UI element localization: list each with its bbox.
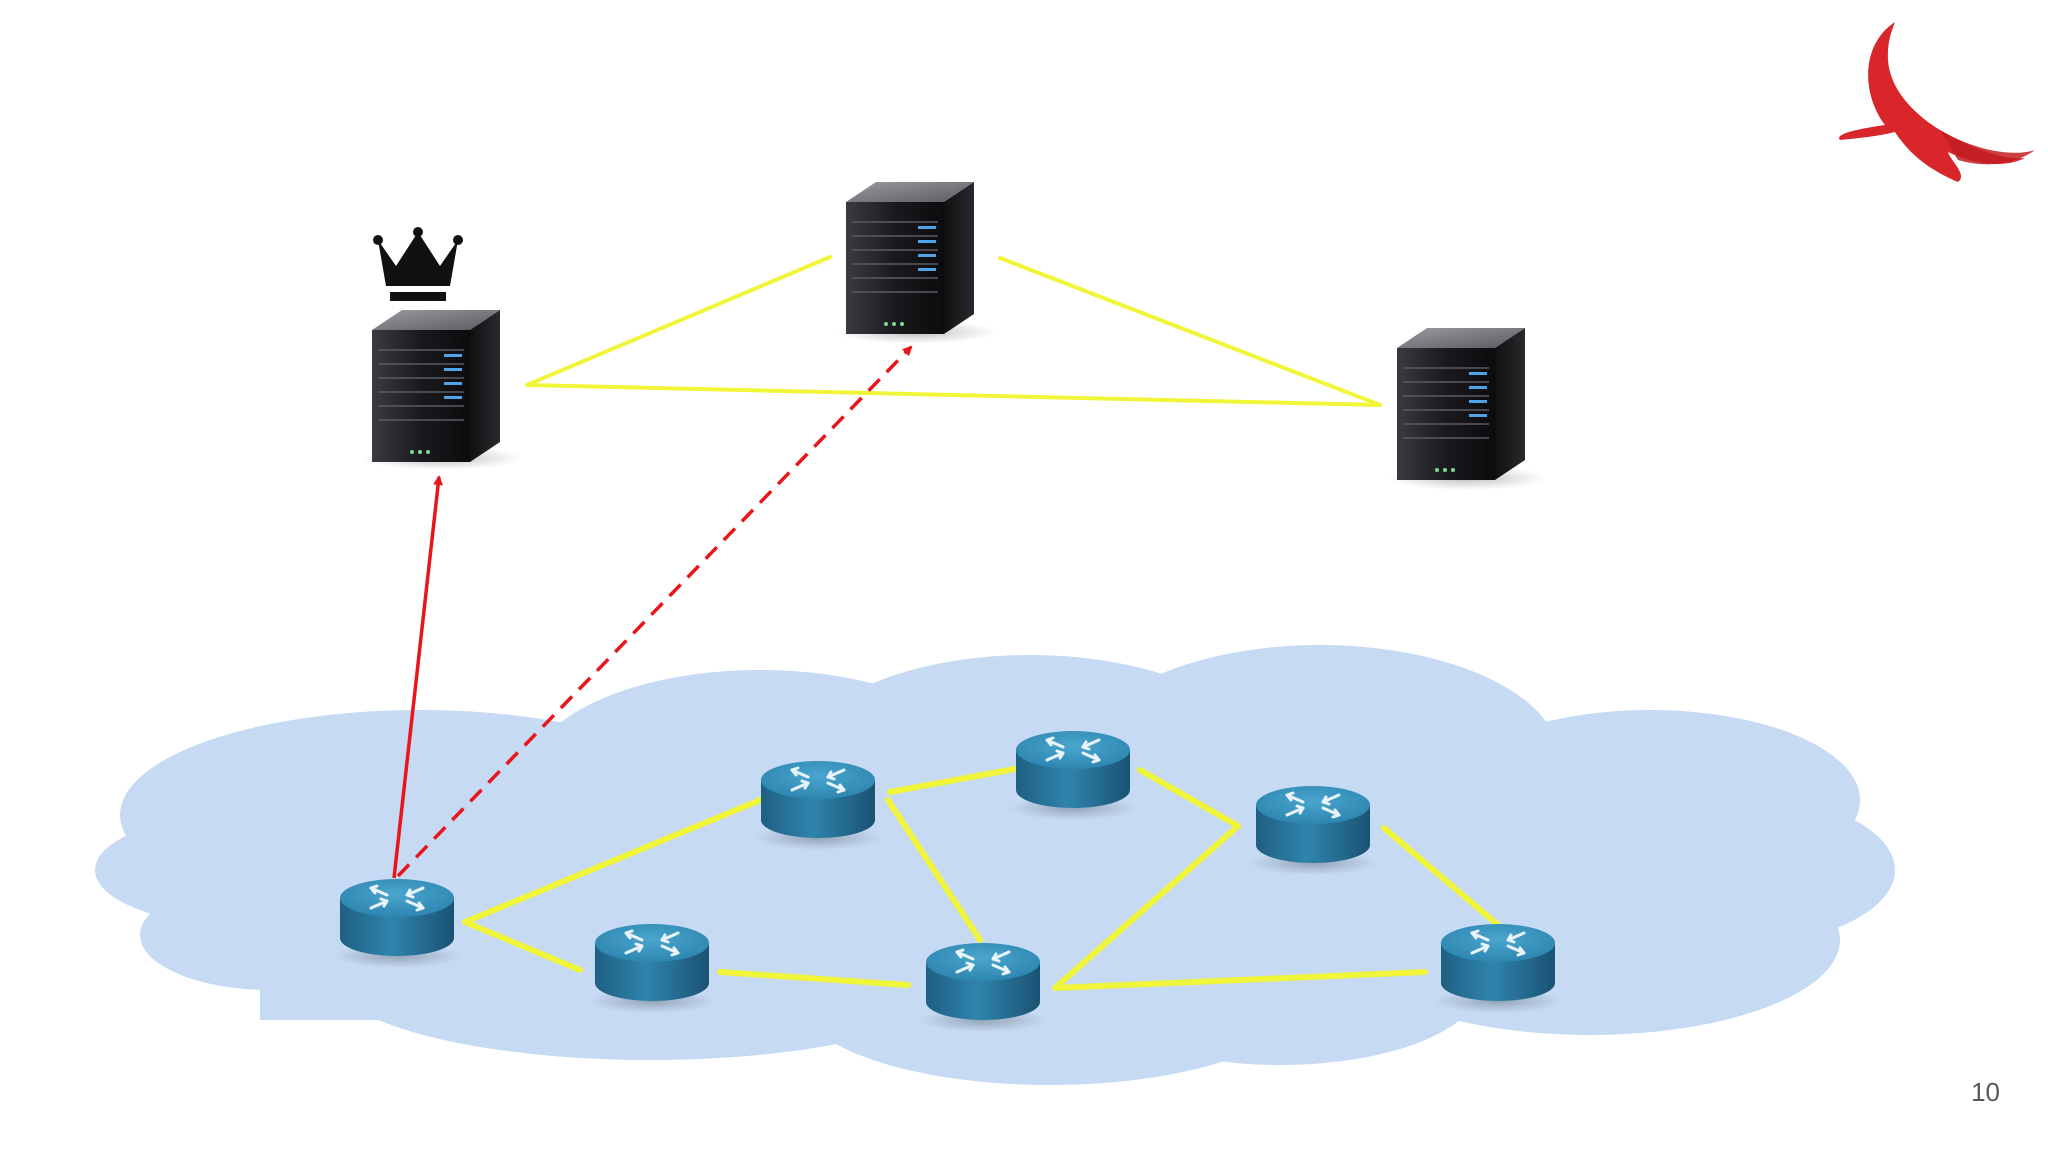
link-router5-router7: [1381, 825, 1501, 928]
router-icon: [1434, 924, 1562, 1013]
router-links: [462, 765, 1501, 991]
routers: [333, 731, 1562, 1032]
link-leader-right: [525, 383, 1382, 407]
server-leader: [362, 310, 522, 470]
link-router4-router5: [1052, 767, 1241, 991]
link-top-right: [998, 256, 1382, 407]
request-arrows: [392, 345, 913, 879]
router-icon: [1009, 731, 1137, 820]
router-icon: [588, 924, 716, 1013]
server-right: [1387, 328, 1547, 490]
router-icon: [1249, 786, 1377, 875]
link-router2-router4: [887, 765, 1023, 795]
link-router3-router5: [717, 969, 911, 988]
request-arrow-solid: [392, 475, 444, 879]
page-number: 10: [1971, 1077, 2000, 1107]
link-router1-router2: [462, 795, 768, 925]
link-router1-router3: [462, 919, 583, 973]
server-links: [525, 255, 1382, 407]
router-icon: [919, 943, 1047, 1032]
link-router2-router5: [885, 797, 983, 943]
link-router4-router6: [1052, 969, 1428, 991]
crown-icon: [373, 227, 463, 301]
red-bird-logo: [1839, 22, 2035, 182]
request-arrow-dashed: [396, 345, 913, 878]
link-leader-top: [525, 255, 832, 387]
router-icon: [333, 879, 461, 968]
router-icon: [754, 761, 882, 850]
server-top: [836, 182, 996, 344]
